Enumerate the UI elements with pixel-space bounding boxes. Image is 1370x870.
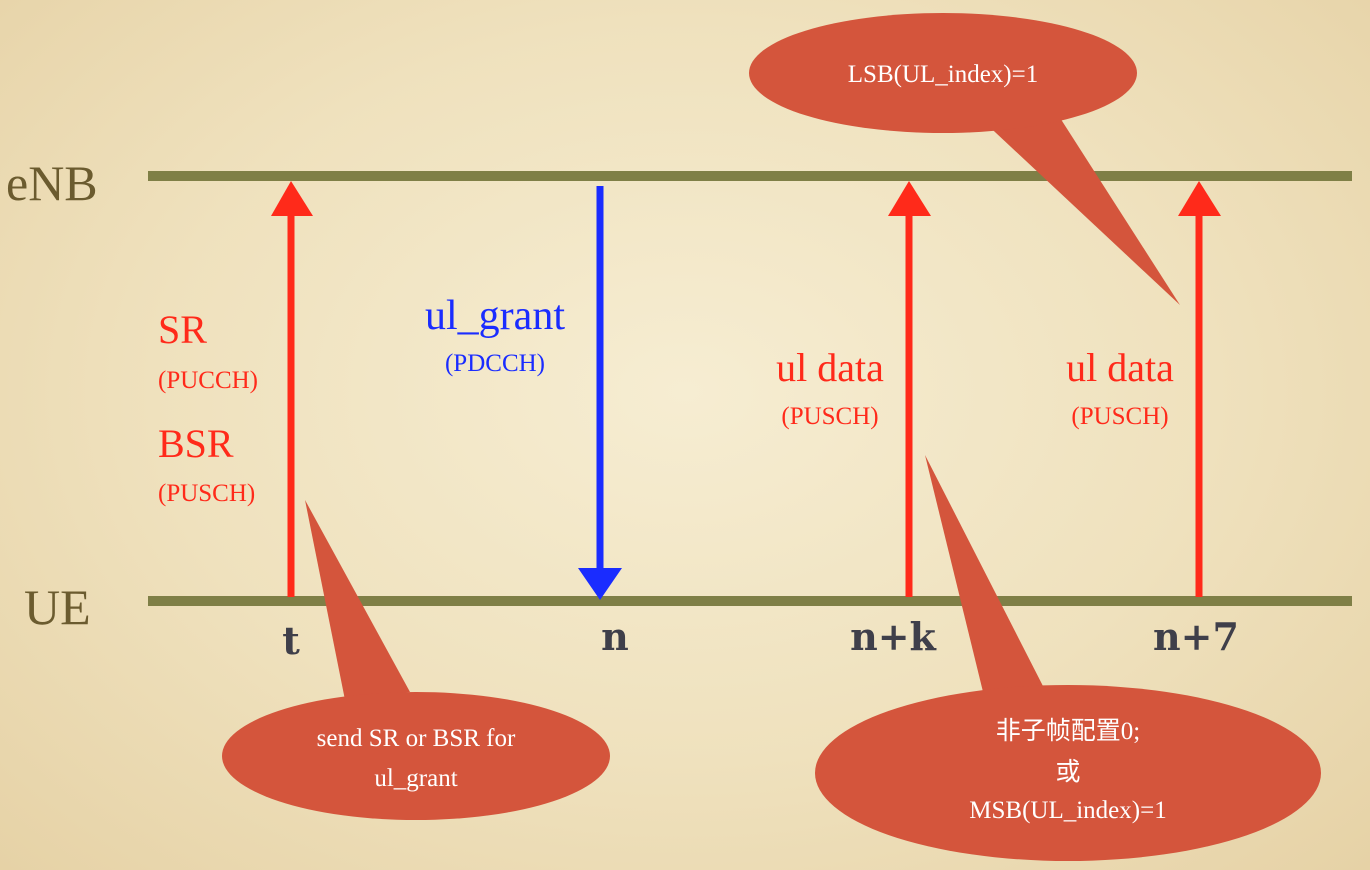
ul-data-nk-channel-label: (PUSCH) [781,403,878,430]
callout-msb-text-line2: 或 [1055,758,1080,786]
bsr-channel-label: (PUSCH) [158,480,255,507]
uplink-arrow-ul-data-nk [888,181,931,597]
ul-data-n7-channel-label: (PUSCH) [1071,403,1168,430]
ul-data-nk-label: ul data [776,345,884,390]
callout-send-text-line1: send SR or BSR for [317,725,516,752]
sr-label: SR [158,307,207,352]
uplink-arrow-ul-data-n7 [1178,181,1221,597]
tick-t: t [282,618,300,663]
ue-label: UE [24,579,91,635]
callout-msb: 非子帧配置0; 或 MSB(UL_index)=1 [815,455,1321,861]
bsr-label: BSR [158,421,234,466]
callout-send-text-line2: ul_grant [374,765,457,792]
callout-lsb-bubble [749,13,1137,133]
callout-lsb: LSB(UL_index)=1 [749,13,1180,305]
ul-data-n7-label: ul data [1066,345,1174,390]
callout-lsb-text: LSB(UL_index)=1 [848,61,1038,88]
enb-label: eNB [6,155,98,211]
callout-msb-bubble [815,685,1321,861]
ul-grant-label: ul_grant [425,293,565,339]
tick-n-plus-k: n+k [850,614,936,659]
sr-channel-label: (PUCCH) [158,367,258,394]
uplink-arrow-sr-bsr [271,181,313,597]
callout-send-pointer [305,500,410,700]
callout-send-sr-bsr: send SR or BSR for ul_grant [222,500,610,820]
callout-msb-text-line1: 非子帧配置0; [996,717,1140,745]
tick-n: n [601,614,629,659]
ul-grant-channel-label: (PDCCH) [445,350,545,377]
downlink-arrow-ul-grant [578,186,622,600]
callout-lsb-pointer [980,110,1180,305]
callout-send-bubble [222,692,610,820]
tick-n-plus-7: n+7 [1153,614,1239,659]
callout-msb-text-line3: MSB(UL_index)=1 [969,797,1166,824]
callout-msb-pointer [925,455,1045,700]
